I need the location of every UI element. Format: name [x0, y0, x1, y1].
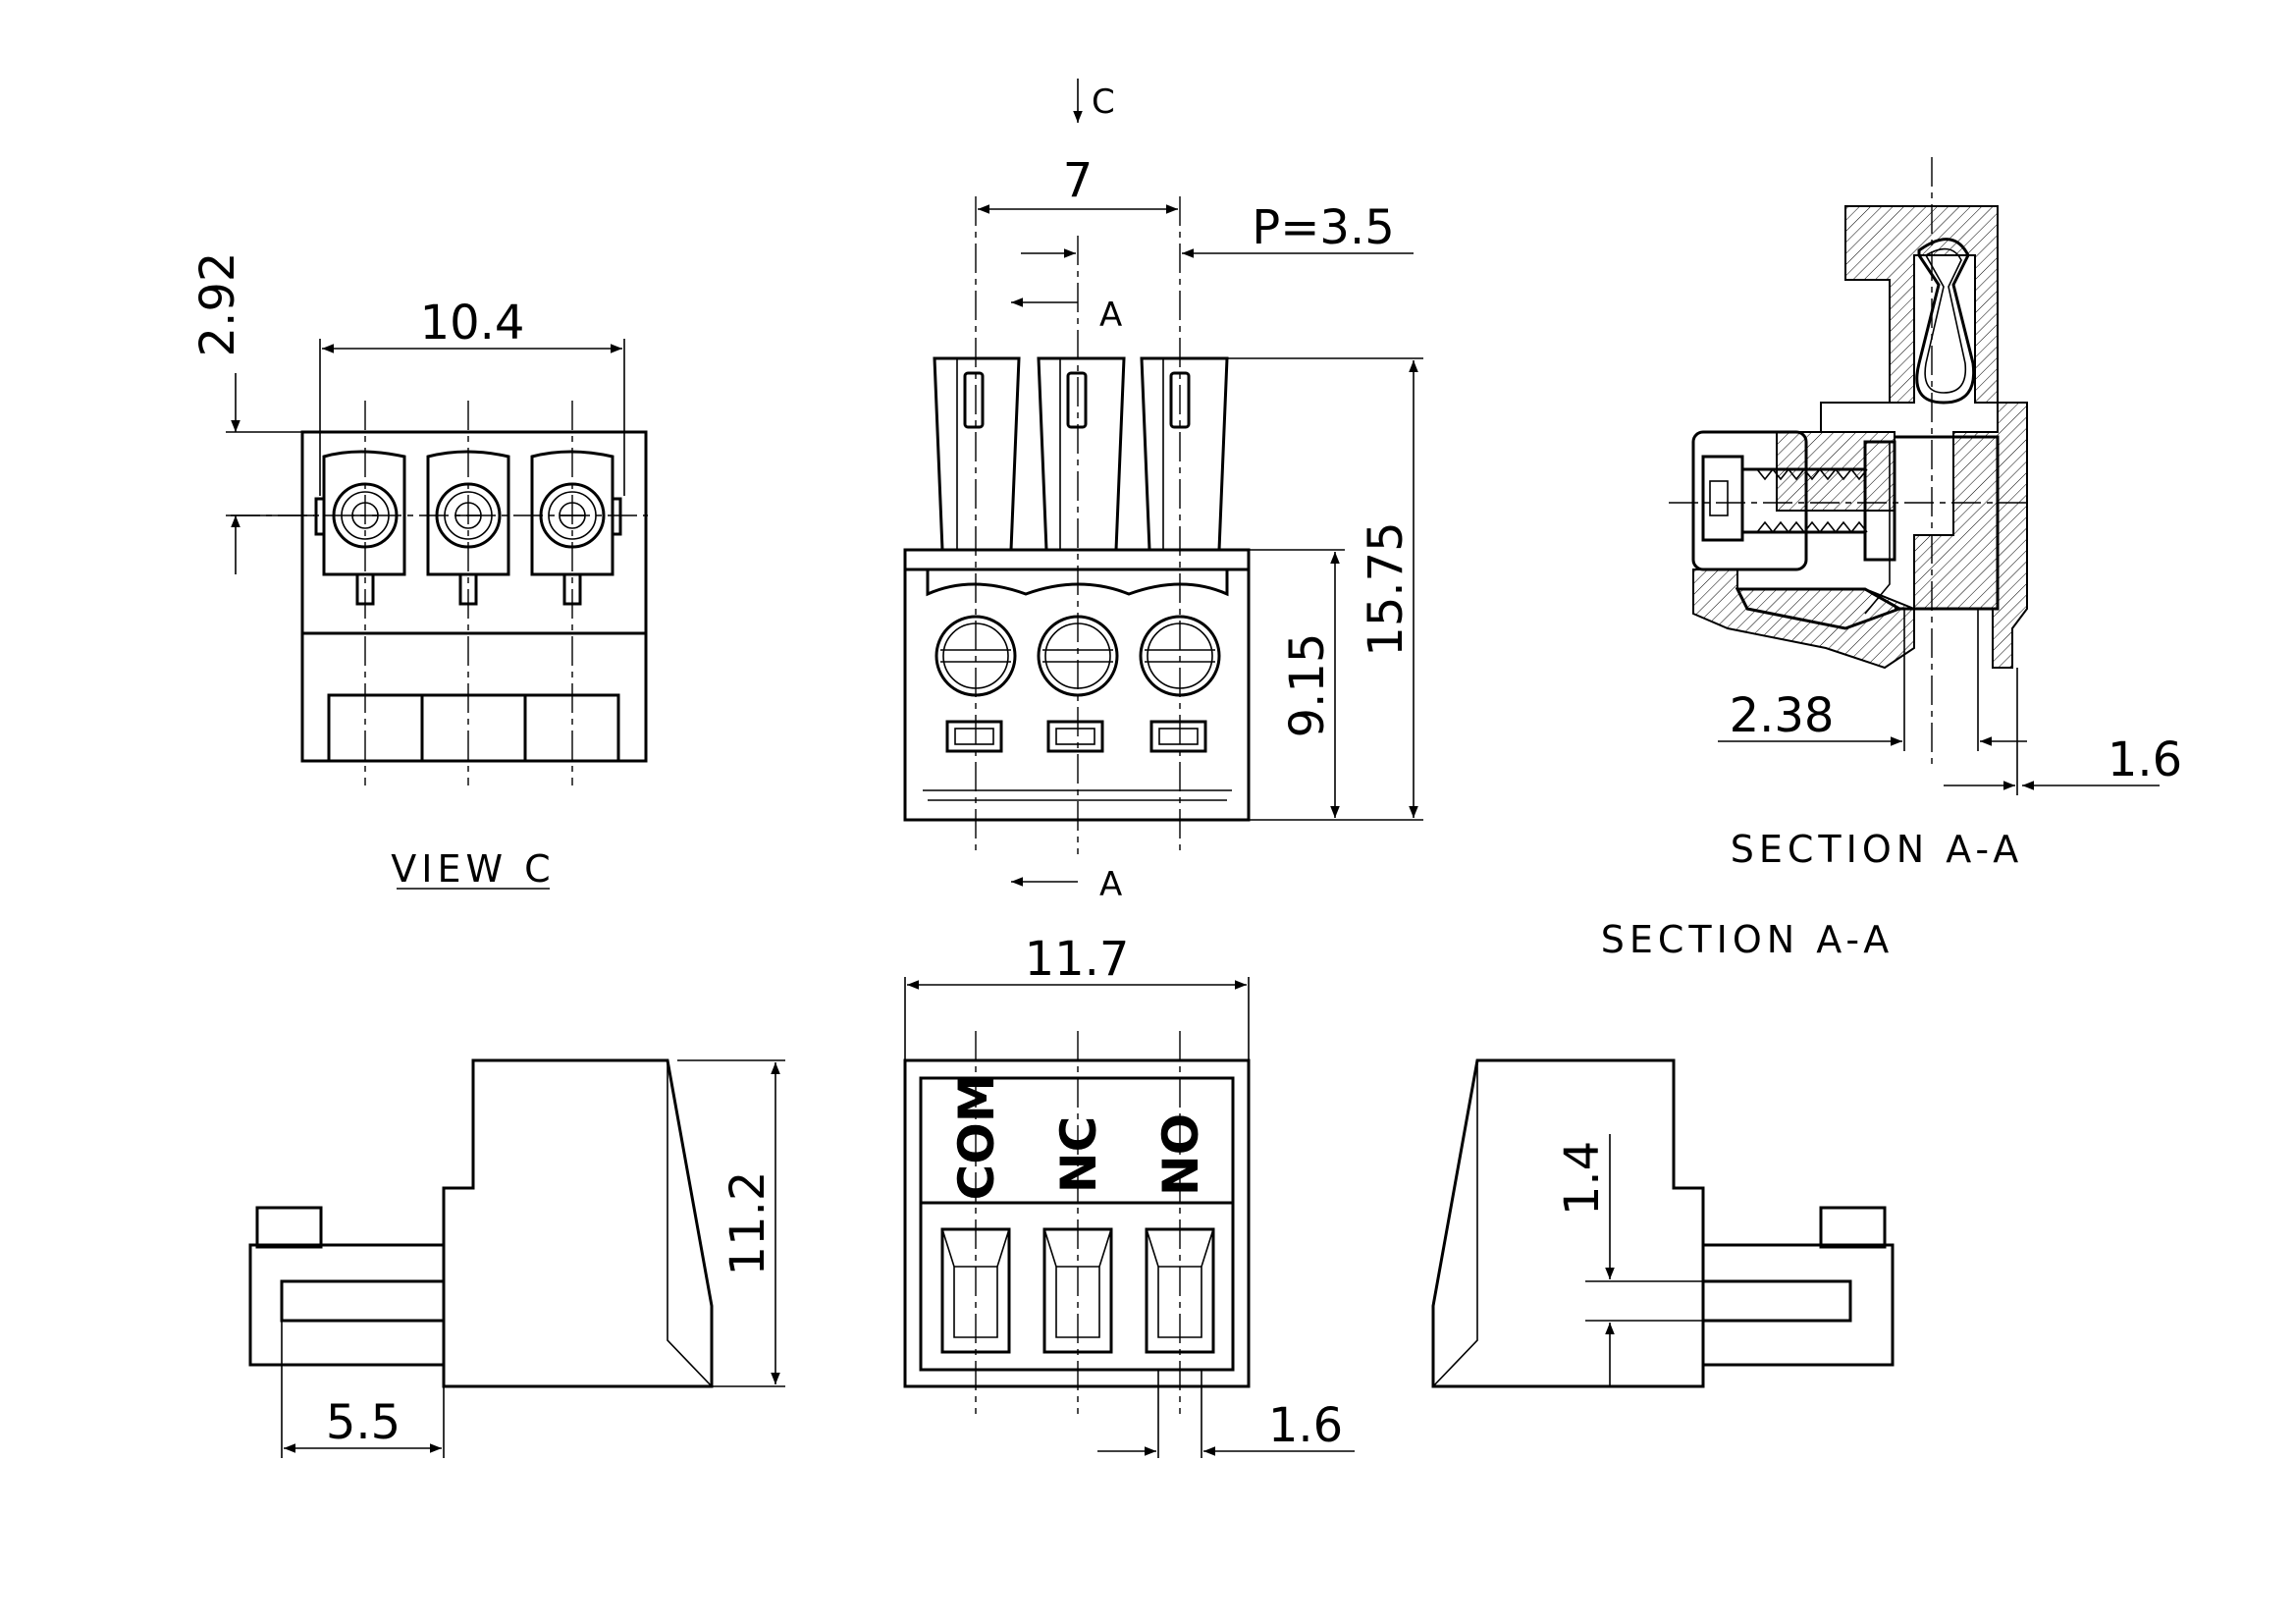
left-side-view: 5.5 11.2	[248, 1058, 785, 1458]
terminal-label-nc: NC	[1050, 1116, 1107, 1194]
section-subtitle: SECTION A-A	[1601, 918, 1895, 961]
view-c-arrow-label: C	[1092, 82, 1115, 122]
right-side-view: 1.4	[1431, 1058, 1895, 1388]
view-c: 10.4 2.92 VIEW C	[190, 252, 648, 891]
width-dim: 11.7	[1025, 932, 1130, 987]
section-dim-a: 2.38	[1730, 688, 1835, 743]
front-view: C 7 P=3.5 A A 9.15 15.75	[903, 79, 1423, 904]
section-view: 2.38 1.6 SECTION A-A SECTION A-A	[1601, 157, 2182, 961]
section-dim-b: 1.6	[2108, 732, 2182, 787]
left-view-dim: 5.5	[326, 1395, 400, 1450]
body-height-dim: 9.15	[1280, 633, 1335, 738]
view-c-height-dim: 2.92	[190, 252, 245, 357]
rear-view: COM NC NO 11.7 1.6	[903, 932, 1355, 1458]
section-marker-bottom: A	[1099, 865, 1122, 904]
terminal-label-no: NO	[1152, 1113, 1209, 1196]
pitch-dim: P=3.5	[1252, 200, 1395, 255]
pin-dim: 1.6	[1268, 1398, 1343, 1453]
right-view-dim: 1.4	[1555, 1141, 1610, 1216]
section-marker-top: A	[1099, 296, 1122, 335]
terminal-label-com: COM	[948, 1074, 1005, 1201]
view-c-width-dim: 10.4	[420, 296, 525, 351]
screw-module-1	[322, 450, 406, 606]
height-dim: 11.2	[721, 1171, 775, 1276]
section-title: SECTION A-A	[1731, 828, 2024, 871]
view-c-title: VIEW C	[391, 847, 555, 891]
overall-height-dim: 15.75	[1359, 521, 1414, 656]
span-dim: 7	[1063, 153, 1094, 208]
